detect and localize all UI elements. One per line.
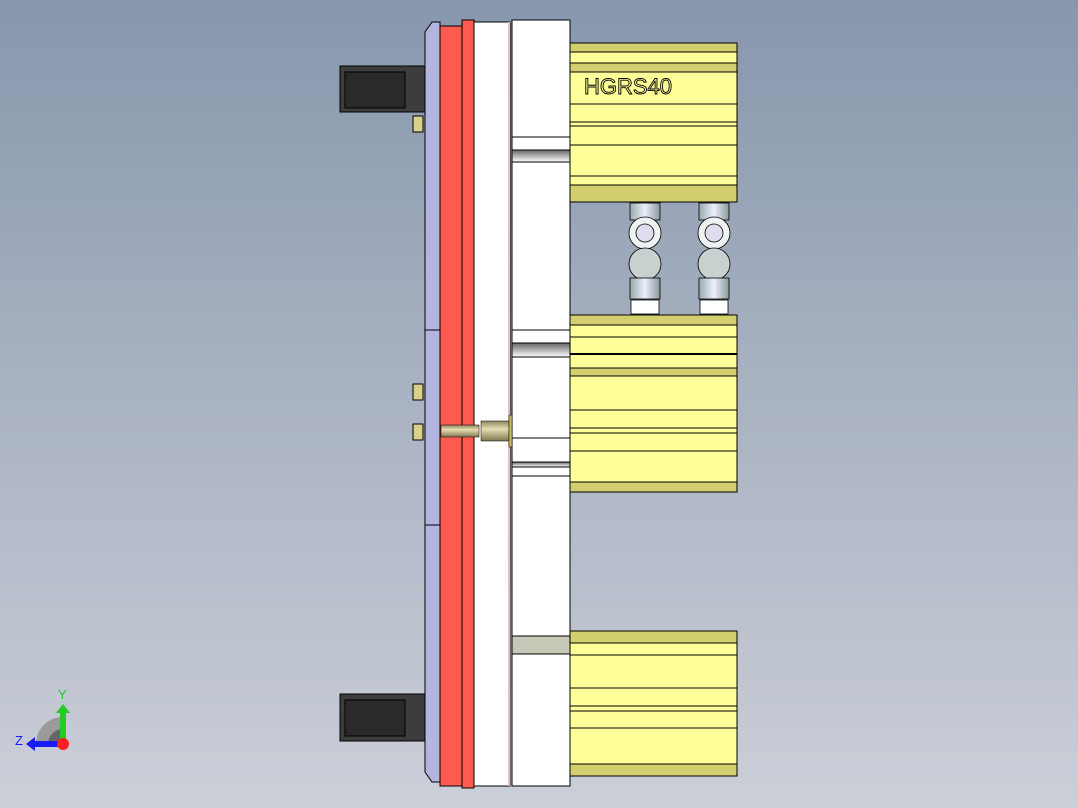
model-label: HGRS40 <box>584 74 672 99</box>
air-fitting <box>628 202 662 315</box>
z-axis-label: Z <box>15 733 23 748</box>
adapter-plate <box>473 21 511 787</box>
mount-block <box>511 19 571 787</box>
gripper-cylinder-bottom <box>569 630 738 777</box>
bolt-head <box>412 423 424 441</box>
air-fitting <box>697 202 731 315</box>
orientation-triad[interactable]: Y Z <box>15 687 70 751</box>
red-plate <box>439 25 463 787</box>
base-plate <box>424 21 441 783</box>
locating-pin <box>440 414 513 448</box>
y-axis-arrow <box>60 712 66 742</box>
axis-origin <box>57 738 69 750</box>
bracket-bottom <box>339 693 427 742</box>
gripper-cylinder-middle <box>569 314 738 493</box>
z-axis-arrow <box>34 741 62 747</box>
red-plate-2 <box>461 19 475 789</box>
gripper-cylinder-top <box>569 42 738 203</box>
bolt-head <box>412 383 424 401</box>
y-axis-label: Y <box>58 687 67 702</box>
bracket-top <box>339 65 427 133</box>
